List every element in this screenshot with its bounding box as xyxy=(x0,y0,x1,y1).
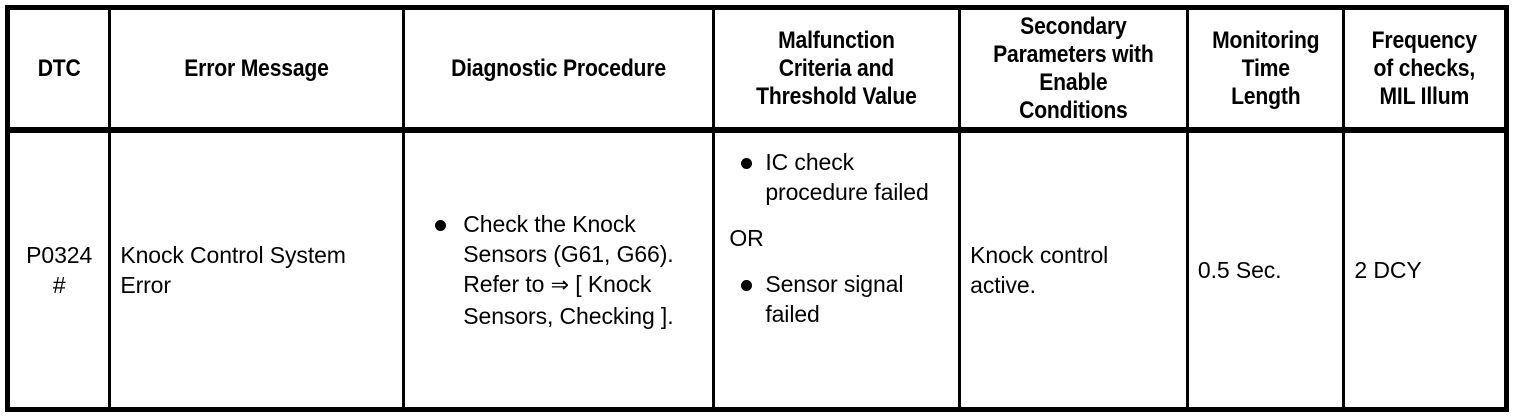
cell-secondary-parameters: Knock control active. xyxy=(958,130,1188,410)
table-row: P0324 # Knock Control System Error Check… xyxy=(7,130,1507,410)
table-header-row: DTC Error Message Diagnostic Procedure M… xyxy=(7,7,1507,133)
header-cell-diagnostic-procedure: Diagnostic Procedure xyxy=(402,7,714,133)
bullet-icon xyxy=(741,280,753,291)
dtc-code-value: P0324 # xyxy=(26,242,93,298)
bullet-icon xyxy=(435,220,447,231)
cell-diagnostic-procedure: Check the Knock Sensors (G61, G66). Refe… xyxy=(402,130,714,410)
double-right-arrow-icon: ⇒ xyxy=(550,273,569,298)
header-label-dtc: DTC xyxy=(37,54,81,82)
cell-dtc: P0324 # xyxy=(7,130,110,410)
diagnostic-bullet-text: Check the Knock Sensors (G61, G66). Refe… xyxy=(463,211,673,329)
cell-malfunction-criteria: IC check procedure failed OR Sensor sign… xyxy=(712,130,960,410)
cell-monitoring-time-length: 0.5 Sec. xyxy=(1185,130,1344,410)
header-cell-monitoring-time-length: Monitoring Time Length xyxy=(1185,7,1344,133)
malfunction-bullet-list-2: Sensor signal failed xyxy=(727,269,952,329)
cell-error-message: Knock Control System Error xyxy=(108,130,404,410)
header-cell-malfunction-criteria: Malfunction Criteria and Threshold Value xyxy=(712,7,960,133)
header-label-diagnostic-procedure: Diagnostic Procedure xyxy=(451,54,667,82)
header-cell-error-message: Error Message xyxy=(108,7,404,133)
diagnostic-bullet-list: Check the Knock Sensors (G61, G66). Refe… xyxy=(423,209,704,331)
malfunction-bullet-list-1: IC check procedure failed xyxy=(727,147,952,207)
diagnostic-text-before-arrow: Check the Knock Sensors (G61, G66). Refe… xyxy=(463,211,674,297)
malfunction-bullet-text-2: Sensor signal failed xyxy=(765,271,904,327)
malfunction-or-separator: OR xyxy=(729,225,764,251)
list-item: Sensor signal failed xyxy=(727,269,952,329)
diagnostic-text-after-arrow: [ Knock Sensors, Checking ]. xyxy=(463,271,674,329)
header-label-monitoring-time-length: Monitoring Time Length xyxy=(1211,26,1320,110)
header-cell-dtc: DTC xyxy=(7,7,110,133)
dtc-diagnostics-table: DTC Error Message Diagnostic Procedure M… xyxy=(5,5,1509,412)
list-item: Check the Knock Sensors (G61, G66). Refe… xyxy=(423,209,704,331)
header-cell-secondary-parameters: Secondary Parameters with Enable Conditi… xyxy=(958,7,1188,133)
header-cell-frequency-of-checks: Frequency of checks, MIL Illum xyxy=(1342,7,1507,133)
header-label-malfunction-criteria: Malfunction Criteria and Threshold Value xyxy=(756,26,917,110)
malfunction-criteria-content: IC check procedure failed OR Sensor sign… xyxy=(715,133,958,329)
cell-frequency-of-checks: 2 DCY xyxy=(1342,130,1507,410)
header-label-frequency-of-checks: Frequency of checks, MIL Illum xyxy=(1372,26,1478,110)
malfunction-bullet-text-1: IC check procedure failed xyxy=(765,149,929,205)
diagnostic-procedure-content: Check the Knock Sensors (G61, G66). Refe… xyxy=(405,209,712,331)
bullet-icon xyxy=(741,158,753,169)
frequency-of-checks-value: 2 DCY xyxy=(1354,257,1422,283)
header-label-error-message: Error Message xyxy=(184,54,330,82)
header-label-secondary-parameters: Secondary Parameters with Enable Conditi… xyxy=(993,12,1154,124)
secondary-parameters-value: Knock control active. xyxy=(970,242,1109,298)
error-message-value: Knock Control System Error xyxy=(120,242,346,298)
list-item: IC check procedure failed xyxy=(727,147,952,207)
monitoring-time-length-value: 0.5 Sec. xyxy=(1197,257,1282,283)
